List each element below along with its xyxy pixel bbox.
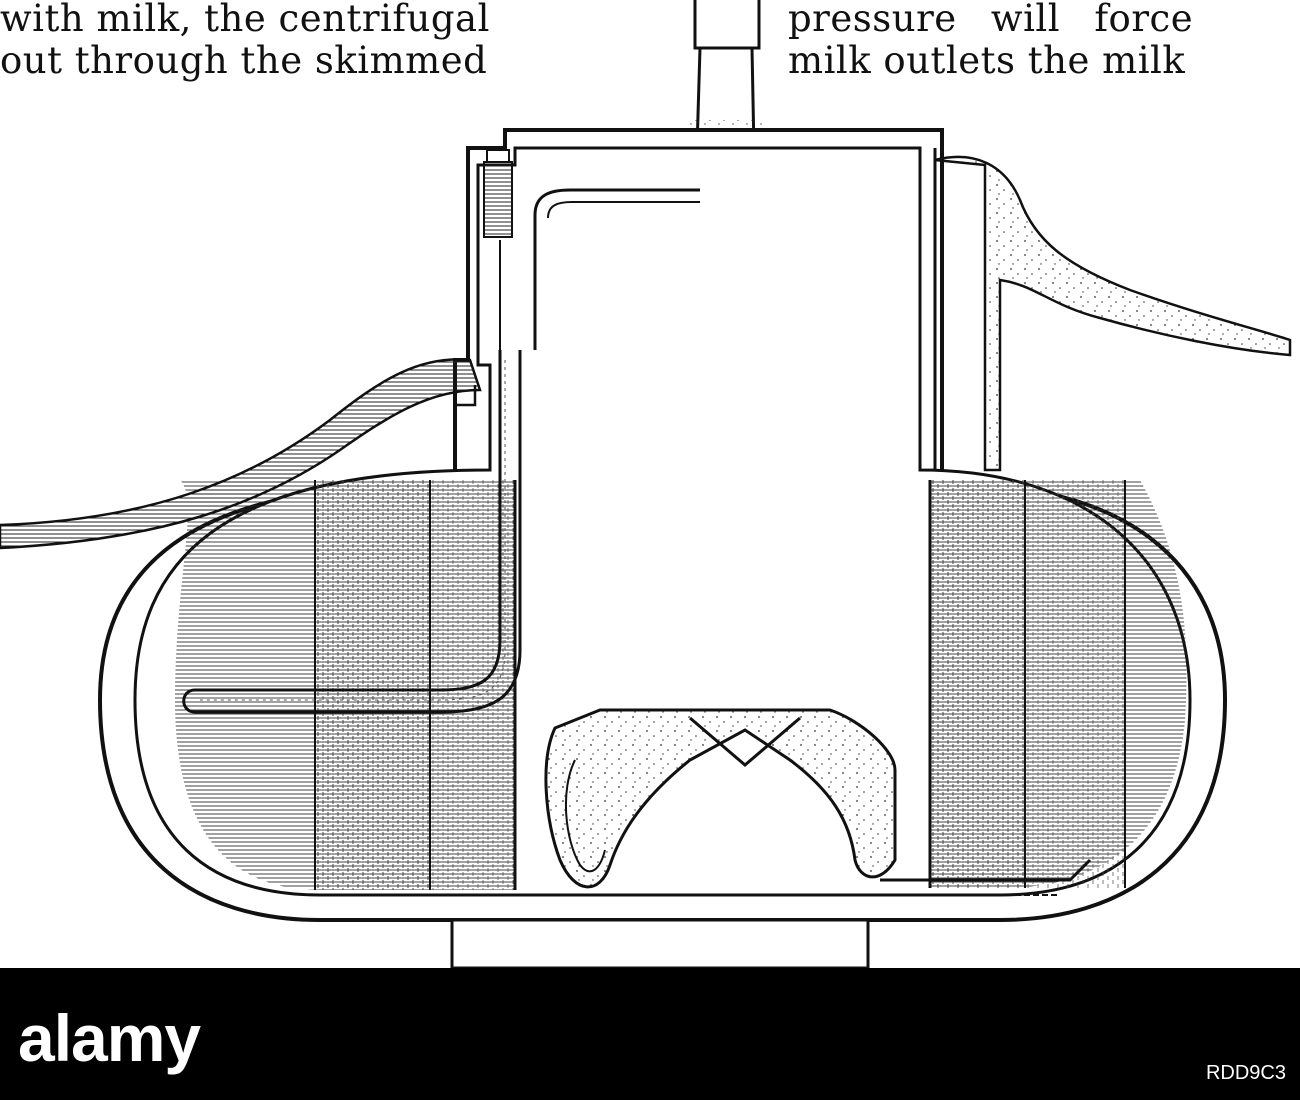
upper-chamber: [533, 188, 700, 350]
base-stand: [450, 918, 870, 968]
cream-spout: [933, 148, 1292, 472]
watermark-banner: [0, 968, 1300, 1100]
watermark-logo: alamy: [18, 1001, 201, 1075]
bottom-flow: [880, 858, 1092, 896]
image-id-label: RDD9C3: [1205, 1062, 1286, 1084]
text-left-line-2: out through the skimmed: [0, 39, 488, 82]
separator-bowl-diagram: [0, 0, 1292, 968]
skim-milk-spout: [0, 358, 482, 550]
separating-chambers: [175, 480, 1187, 890]
text-left-line-1: with milk, the centrifugal: [0, 0, 490, 40]
regulating-screw: [483, 149, 513, 350]
skim-milk-channel: [182, 350, 522, 714]
text-right-line-2: milk outlets the milk: [788, 39, 1186, 82]
text-right-line-1: pressure will force: [788, 0, 1194, 40]
distributor: [544, 708, 897, 889]
